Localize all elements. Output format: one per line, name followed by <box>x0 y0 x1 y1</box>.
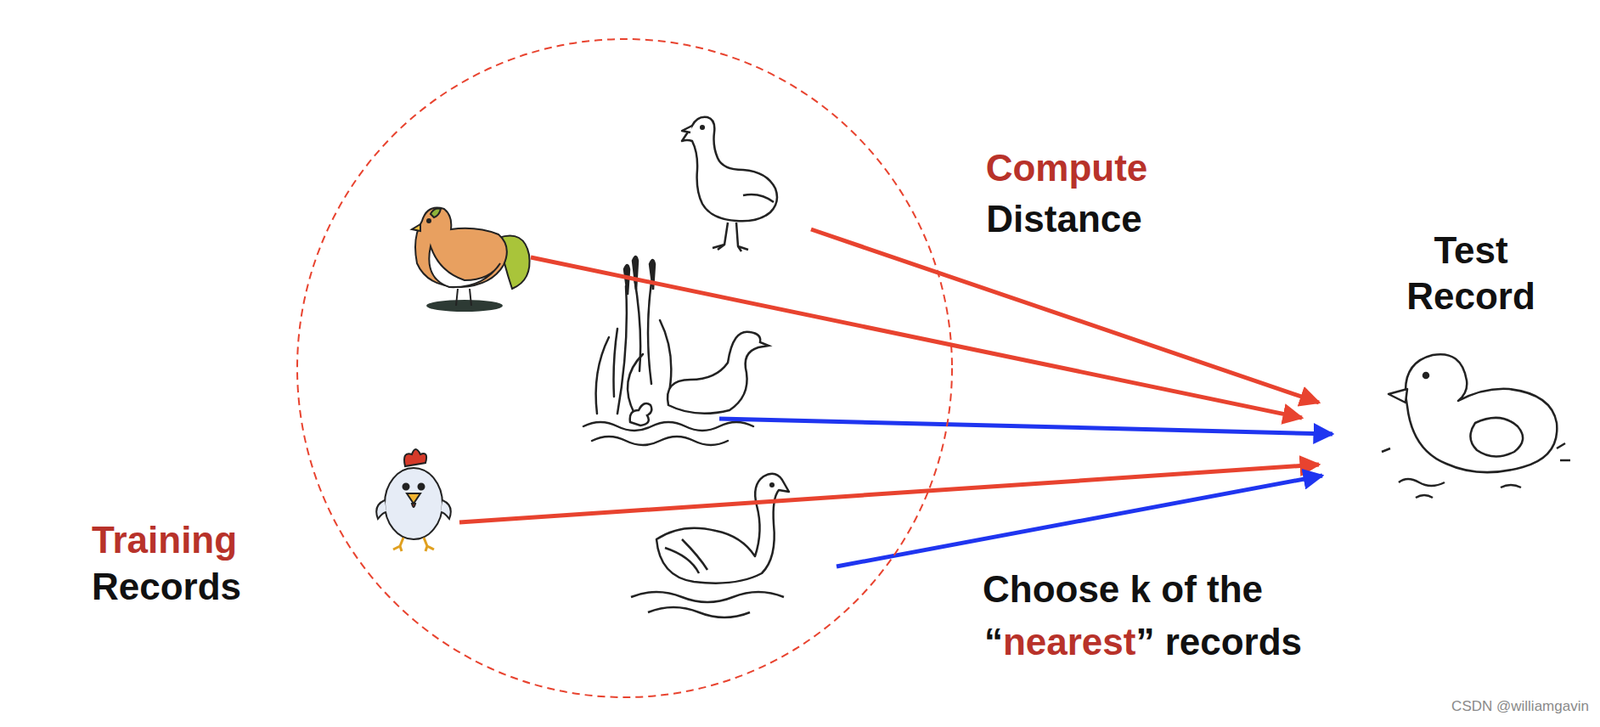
rooster-figure <box>411 208 530 312</box>
chick-figure <box>376 449 451 552</box>
goose-figure <box>681 117 778 252</box>
distance-arrows <box>459 229 1333 567</box>
label-line: “nearest” records <box>984 619 1302 665</box>
region-heading: Records <box>91 563 242 610</box>
watermark: CSDN @williamgavin <box>1451 698 1589 715</box>
training-region: TrainingRecords <box>295 37 954 699</box>
node-heading: Test Record <box>1377 227 1565 319</box>
test-record: Test Record <box>1377 227 1565 517</box>
step-label: “ <box>984 620 1003 663</box>
swan-figure <box>630 473 789 618</box>
region-heading: Training <box>91 517 237 564</box>
label-line: CSDN @williamgavin <box>1451 698 1589 716</box>
step-label: ” records <box>1135 620 1302 663</box>
step-label: Distance <box>985 197 1142 240</box>
step-label: Choose k of the <box>982 568 1263 610</box>
ducks-in-reeds-figure <box>583 256 769 446</box>
training-region-outline <box>295 37 954 699</box>
step-label: nearest <box>1002 620 1137 663</box>
step-label: Compute <box>985 146 1149 189</box>
label-line: Compute <box>985 146 1149 192</box>
label-line: Distance <box>985 197 1142 243</box>
label-line: Choose k of the <box>982 567 1263 613</box>
